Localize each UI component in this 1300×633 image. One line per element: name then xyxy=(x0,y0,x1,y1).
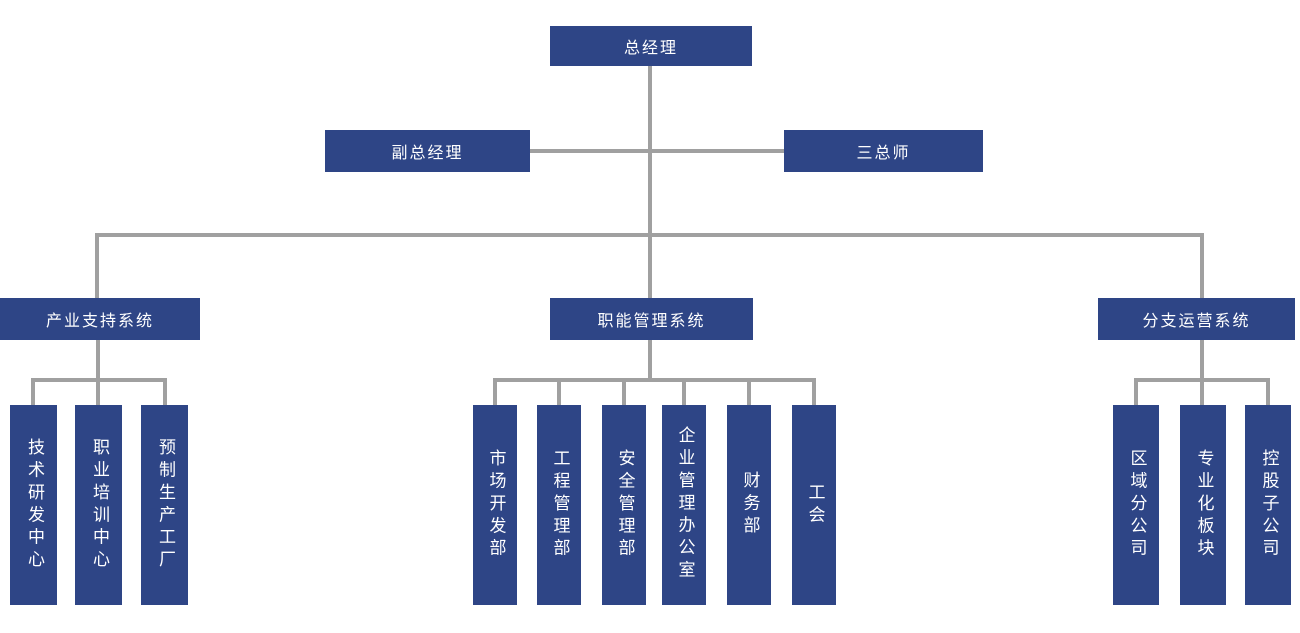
node-safety-management-dept: 安全管理部 xyxy=(602,405,646,605)
connector-group2-drop-2 xyxy=(557,378,561,405)
connector-group2-stem xyxy=(648,340,652,380)
node-regional-branch-company: 区域分公司 xyxy=(1113,405,1159,605)
connector-group1-drop-2 xyxy=(96,378,100,405)
node-labor-union: 工会 xyxy=(792,405,836,605)
connector-group1-drop-1 xyxy=(31,378,35,405)
connector-group3-stem xyxy=(1200,340,1204,380)
connector-main-horizontal xyxy=(95,233,1204,237)
node-general-manager: 总经理 xyxy=(550,26,752,66)
connector-group3-drop-2 xyxy=(1200,378,1204,405)
node-industry-support-system: 产业支持系统 xyxy=(0,298,200,340)
connector-system1-drop xyxy=(95,233,99,298)
node-tech-rd-center: 技术研发中心 xyxy=(10,405,57,605)
node-deputy-general-manager: 副总经理 xyxy=(325,130,530,172)
node-branch-operation-system: 分支运营系统 xyxy=(1098,298,1295,340)
node-specialized-sector: 专业化板块 xyxy=(1180,405,1226,605)
connector-group3-drop-1 xyxy=(1134,378,1138,405)
node-market-development-dept: 市场开发部 xyxy=(473,405,517,605)
connector-group2-drop-1 xyxy=(493,378,497,405)
connector-group2-drop-4 xyxy=(682,378,686,405)
connector-group2-drop-3 xyxy=(622,378,626,405)
connector-group2-horizontal xyxy=(493,378,816,382)
node-holding-subsidiary: 控股子公司 xyxy=(1245,405,1291,605)
connector-system3-drop xyxy=(1200,233,1204,298)
connector-group2-drop-5 xyxy=(747,378,751,405)
node-three-chief-engineers: 三总师 xyxy=(784,130,983,172)
connector-group3-drop-3 xyxy=(1266,378,1270,405)
node-engineering-management-dept: 工程管理部 xyxy=(537,405,581,605)
node-vocational-training-center: 职业培训中心 xyxy=(75,405,122,605)
node-functional-management-system: 职能管理系统 xyxy=(550,298,753,340)
node-enterprise-management-office: 企业管理办公室 xyxy=(662,405,706,605)
node-finance-dept: 财务部 xyxy=(727,405,771,605)
connector-group1-stem xyxy=(96,340,100,380)
connector-level2-horizontal xyxy=(530,149,784,153)
connector-group1-drop-3 xyxy=(163,378,167,405)
connector-root-trunk xyxy=(648,66,652,298)
node-prefab-production-factory: 预制生产工厂 xyxy=(141,405,188,605)
connector-group2-drop-6 xyxy=(812,378,816,405)
